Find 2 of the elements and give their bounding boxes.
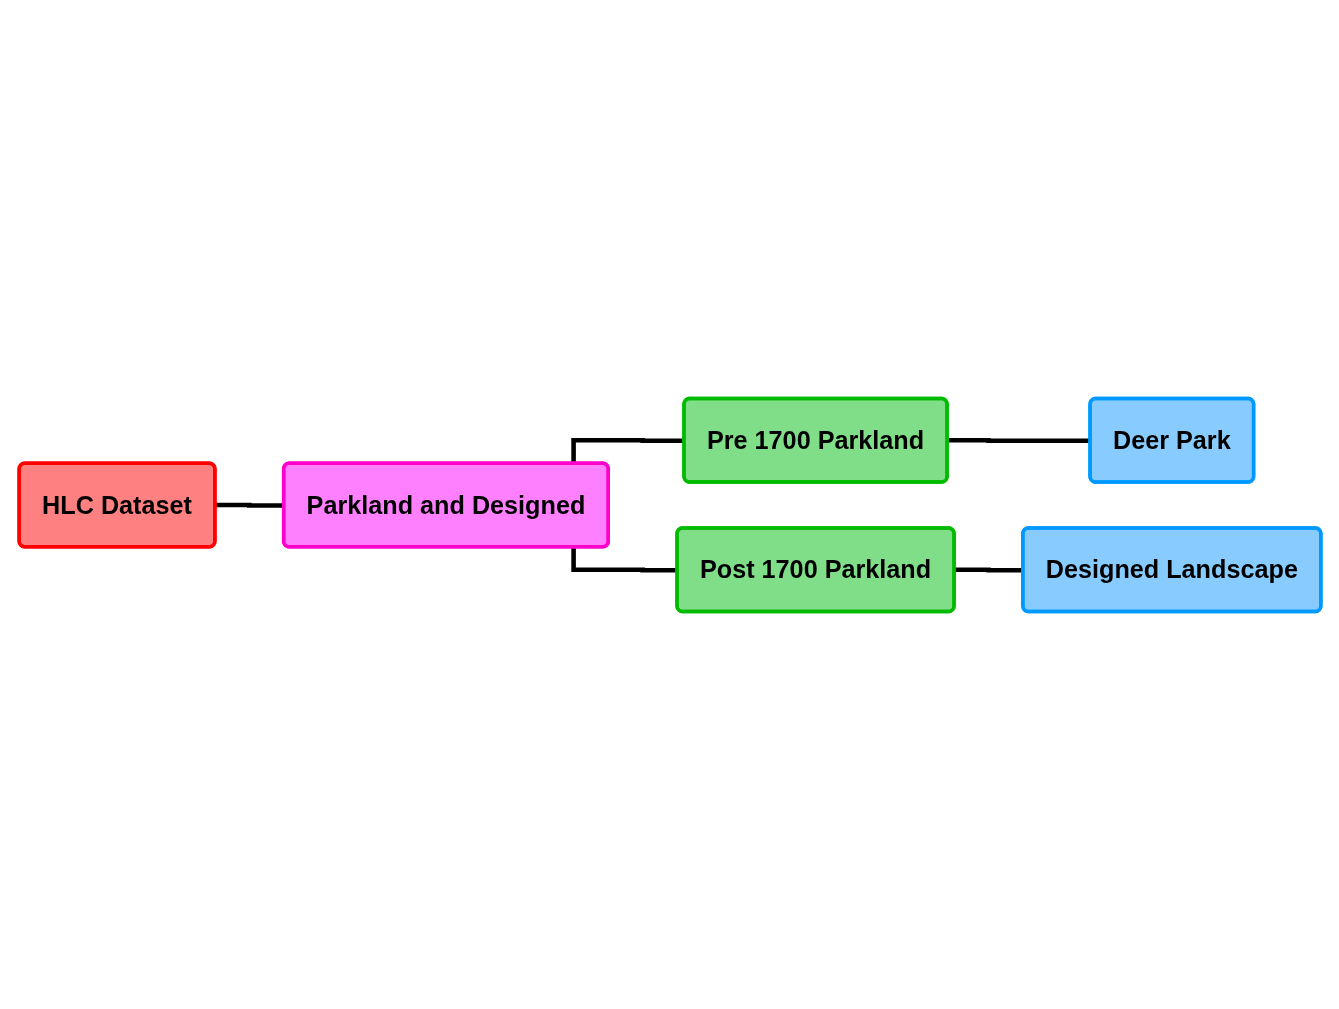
connector [570, 546, 678, 573]
connector [570, 437, 685, 464]
